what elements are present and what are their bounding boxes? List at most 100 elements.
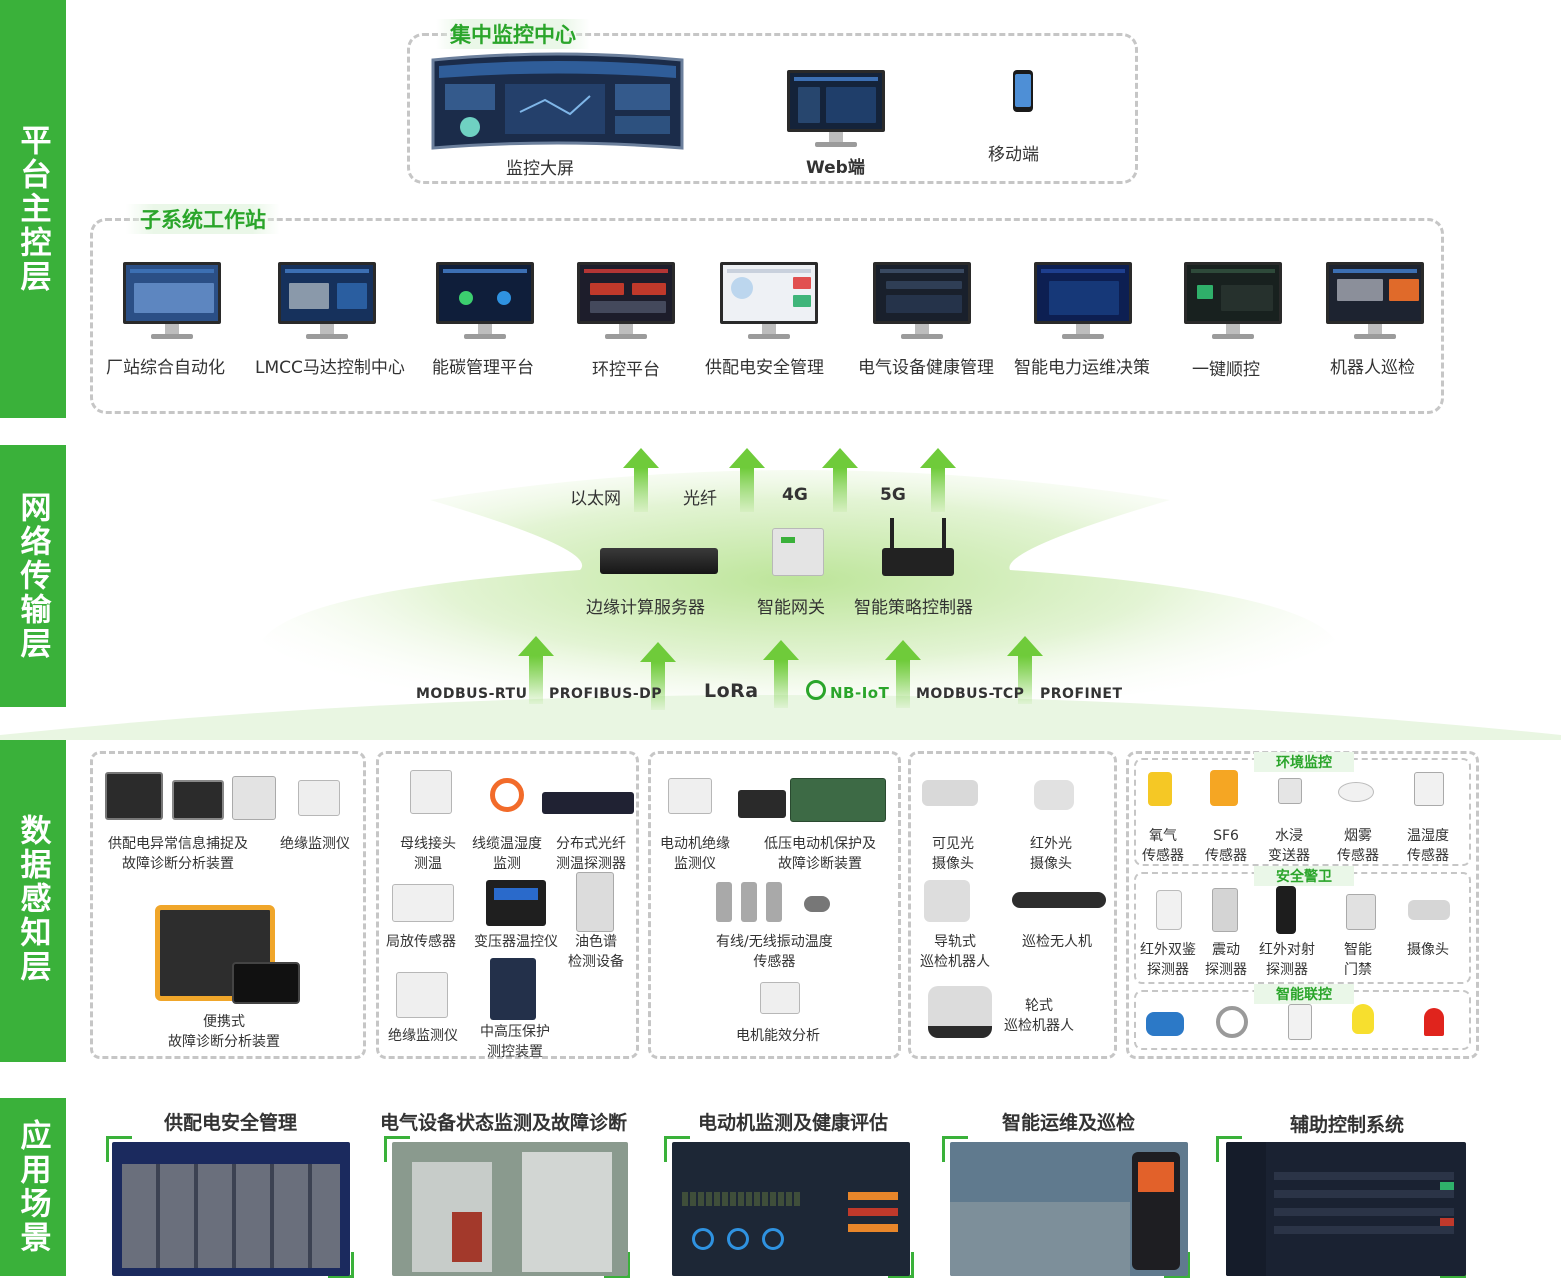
cable-temp-device <box>490 778 524 812</box>
layer-label-platform: 平台主控层 <box>14 124 51 294</box>
perception-label: 智能门禁 <box>1344 942 1372 978</box>
perception-label: 轮式巡检机器人 <box>1004 998 1074 1034</box>
frame-corner <box>942 1136 968 1162</box>
uplink-arrow <box>822 448 858 512</box>
access-control-device <box>1346 894 1376 930</box>
infrared-camera-device <box>1034 780 1074 810</box>
layer-band-platform: 平台主控层 <box>0 0 66 418</box>
power-monitor-device <box>172 780 224 820</box>
water-leak-device <box>1278 778 1302 804</box>
perception-group-cable <box>376 751 639 1059</box>
workstation-label: 厂站综合自动化 <box>106 358 225 378</box>
nb-iot-icon <box>806 680 826 700</box>
partial-discharge-device <box>392 884 454 922</box>
insulation-monitor-device <box>396 972 448 1018</box>
workstation-label: 环控平台 <box>592 360 660 380</box>
network-device-label: 智能策略控制器 <box>854 598 973 618</box>
perception-label: 中高压保护测控装置 <box>480 1024 550 1060</box>
transformer-temp-device <box>486 880 546 926</box>
motor-diagnosis-device <box>790 778 886 822</box>
layer-label-perception: 数据感知层 <box>14 813 51 984</box>
perception-label: 电机能效分析 <box>736 1028 820 1044</box>
protocol-label: MODBUS-RTU <box>416 686 528 702</box>
layer-label-application: 应用场景 <box>14 1119 51 1255</box>
frame-corner <box>106 1136 132 1162</box>
perception-label: 油色谱检测设备 <box>568 934 624 970</box>
workstation-monitor-6 <box>873 262 971 342</box>
drone-device <box>1012 892 1106 908</box>
workstation-box <box>90 218 1444 414</box>
app-title: 电气设备状态监测及故障诊断 <box>380 1112 628 1134</box>
security-guard-title: 安全警卫 <box>1254 866 1354 886</box>
perception-label: 温湿度传感器 <box>1407 828 1449 864</box>
uplink-arrow <box>518 636 554 704</box>
link-label: 5G <box>880 485 906 505</box>
temp-humidity-device <box>1414 772 1444 806</box>
link-label: 光纤 <box>683 489 717 509</box>
link-label: 4G <box>782 485 808 505</box>
workstation-label: 供配电安全管理 <box>705 358 824 378</box>
strategy-controller-image <box>882 518 954 576</box>
mobile-terminal-label: 移动端 <box>988 145 1039 165</box>
sf6-sensor-device <box>1210 770 1238 806</box>
perception-label: 母线接头测温 <box>400 836 456 872</box>
visible-camera-device <box>922 780 978 806</box>
perception-label: 烟雾传感器 <box>1337 828 1379 864</box>
video-wall-image <box>431 52 684 150</box>
app-screenshot-smart-inspection <box>950 1142 1188 1276</box>
lora-logo: LoRa <box>704 680 759 702</box>
uplink-arrow <box>763 640 799 708</box>
vibration-sensor-device <box>766 882 782 922</box>
app-screenshot-power-safety <box>112 1142 350 1276</box>
app-title: 电动机监测及健康评估 <box>698 1112 889 1134</box>
perception-label: 低压电动机保护及故障诊断装置 <box>764 836 876 872</box>
protocol-label: MODBUS-TCP <box>916 686 1025 702</box>
uplink-arrow <box>640 642 676 710</box>
perception-label: 震动探测器 <box>1205 942 1247 978</box>
nb-iot-logo: NB-IoT <box>830 684 890 702</box>
dehumidifier-icon <box>1288 1004 1312 1040</box>
oil-chromatography-device <box>576 872 614 932</box>
oxygen-sensor-device <box>1148 772 1172 806</box>
link-label: 以太网 <box>570 489 621 509</box>
layer-band-network: 网络传输层 <box>0 445 66 707</box>
layer-band-perception: 数据感知层 <box>0 735 66 1062</box>
uplink-arrow <box>920 448 956 512</box>
uplink-arrow <box>623 448 659 512</box>
workstation-monitor-4 <box>577 262 675 342</box>
motor-protection-device <box>738 790 786 818</box>
perception-label: 红外双鉴探测器 <box>1140 942 1196 978</box>
frame-corner <box>604 1252 630 1278</box>
central-monitoring-title: 集中监控中心 <box>436 19 590 49</box>
efficiency-analyzer-device <box>760 982 800 1014</box>
perception-label: 绝缘监测仪 <box>280 836 350 852</box>
layer-label-network: 网络传输层 <box>14 491 51 661</box>
frame-corner <box>384 1136 410 1162</box>
beam-detector-device <box>1276 886 1296 934</box>
camera-device <box>1408 900 1450 920</box>
motor-insulation-device <box>668 778 712 814</box>
perception-label: 氧气传感器 <box>1142 828 1184 864</box>
mobile-phone-icon <box>1013 70 1033 112</box>
frame-corner <box>328 1252 354 1278</box>
uplink-arrow <box>1007 636 1043 704</box>
uplink-arrow <box>885 640 921 708</box>
app-title: 供配电安全管理 <box>164 1112 298 1134</box>
wireless-vibration-device <box>804 896 830 912</box>
protocol-label: PROFIBUS-DP <box>549 686 663 702</box>
workstation-monitor-7 <box>1034 262 1132 342</box>
uplink-arrow <box>729 448 765 512</box>
perception-label: 电动机绝缘监测仪 <box>660 836 730 872</box>
app-screenshot-equipment-diagnosis <box>392 1142 628 1276</box>
smart-linkage-title: 智能联控 <box>1254 984 1354 1004</box>
dual-detector-device <box>1156 890 1182 930</box>
fan-icon <box>1216 1006 1248 1038</box>
app-title: 智能运维及巡检 <box>1002 1112 1136 1134</box>
perception-label: 分布式光纤测温探测器 <box>556 836 626 872</box>
water-pump-icon <box>1146 1012 1184 1036</box>
wheeled-robot-device <box>928 986 992 1038</box>
hv-protection-device <box>490 958 536 1020</box>
power-monitor-device <box>105 772 163 820</box>
frame-corner <box>664 1136 690 1162</box>
perception-label: 局放传感器 <box>386 934 456 950</box>
